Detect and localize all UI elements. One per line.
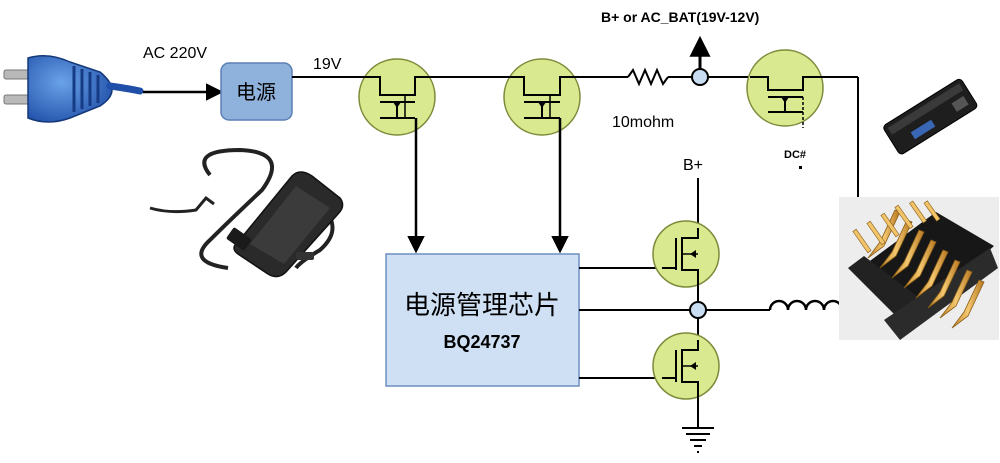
bplus-top-label: B+ or AC_BAT(19V-12V) bbox=[601, 9, 759, 25]
chip-name-label: 电源管理芯片 bbox=[404, 291, 560, 321]
mosfet-q4 bbox=[652, 220, 720, 302]
ground-icon bbox=[682, 427, 714, 453]
mosfet-q2 bbox=[503, 58, 581, 136]
sense-resistor-label: 10mohm bbox=[612, 114, 674, 131]
dc-hash-label: DC# bbox=[784, 149, 806, 161]
dc-hash-dot bbox=[799, 166, 802, 169]
node-bplus-top bbox=[691, 68, 709, 86]
resistor-icon bbox=[627, 67, 669, 87]
supply-block: 电源 bbox=[220, 62, 293, 121]
chip-part-label: BQ24737 bbox=[443, 332, 520, 352]
ac-plug-icon bbox=[3, 55, 144, 123]
bplus-mid-label: B+ bbox=[683, 157, 703, 174]
mosfet-q5 bbox=[652, 332, 720, 408]
laptop-battery-icon bbox=[883, 78, 978, 155]
supply-label: 电源 bbox=[236, 80, 276, 104]
mosfet-q3 bbox=[746, 49, 858, 128]
power-adapter-icon bbox=[149, 147, 344, 278]
v19-label: 19V bbox=[313, 56, 342, 73]
inductor-icon bbox=[768, 299, 844, 311]
battery-connector-icon bbox=[839, 197, 999, 340]
ac-input-label: AC 220V bbox=[143, 45, 207, 62]
node-switch bbox=[689, 301, 707, 319]
mosfet-q1 bbox=[358, 58, 436, 136]
chip-block: 电源管理芯片 BQ24737 bbox=[385, 253, 580, 387]
